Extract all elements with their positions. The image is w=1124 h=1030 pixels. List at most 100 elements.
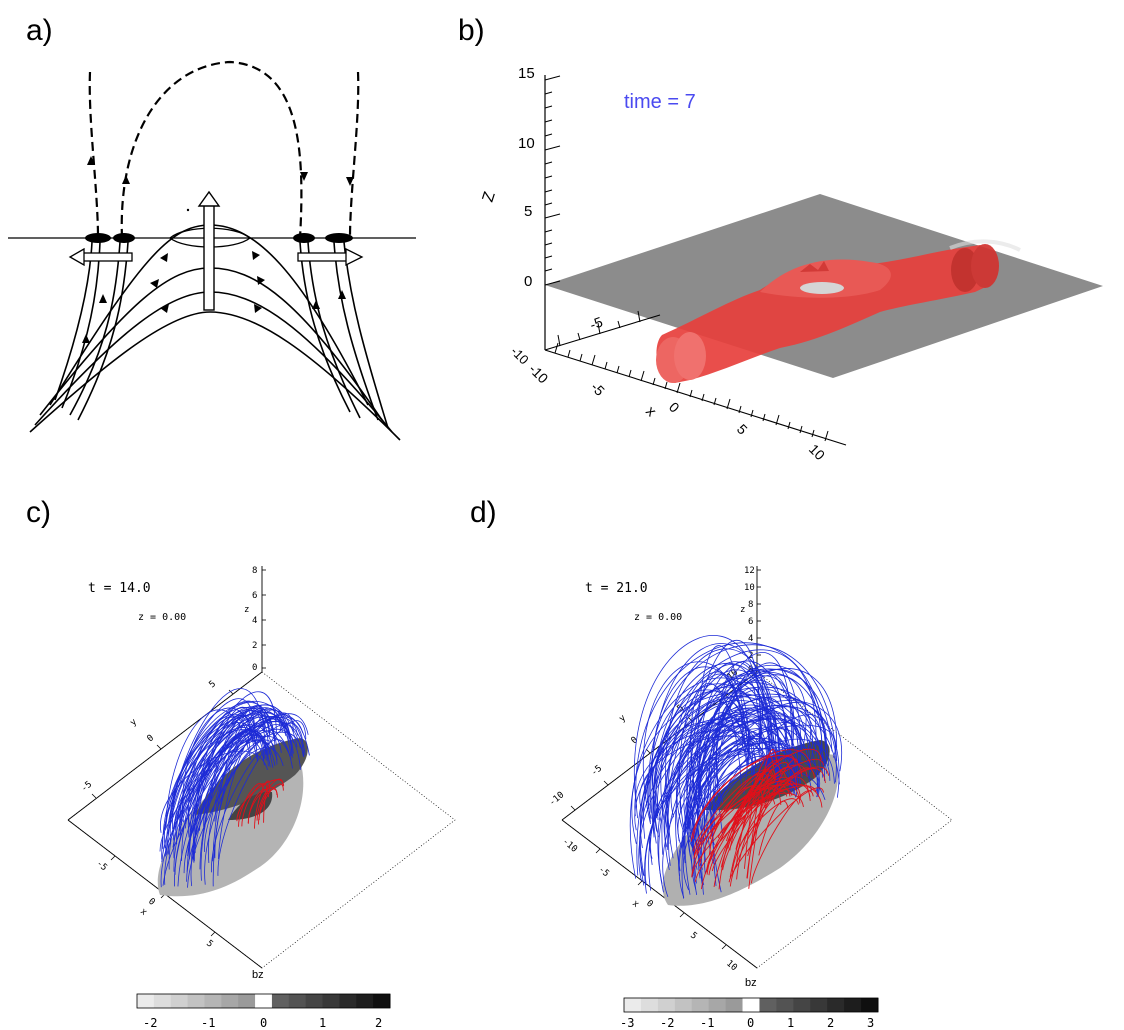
colorbar-cell	[221, 994, 239, 1008]
field-line	[192, 714, 258, 863]
field-line	[706, 706, 780, 864]
z-tick-label: 0	[252, 663, 257, 673]
colorbar-cell	[708, 998, 727, 1012]
footpoint	[113, 233, 135, 243]
field-line	[665, 648, 779, 808]
colorbar-title: bz	[252, 969, 264, 981]
field-line	[200, 711, 276, 881]
x-tick-label: 0	[644, 899, 655, 910]
y-tick-label: 0	[146, 733, 157, 744]
colorbar-cell	[153, 994, 172, 1008]
colorbar-tick: -1	[201, 1016, 215, 1030]
field-line	[704, 714, 827, 875]
direction-arrow	[87, 156, 95, 165]
rise-arrow-icon	[197, 190, 221, 311]
field-line	[678, 755, 795, 876]
footpoint	[325, 233, 353, 243]
field-line	[694, 789, 793, 883]
field-line	[746, 785, 782, 879]
field-lines-red	[690, 748, 830, 890]
footpoint	[85, 233, 111, 243]
field-line	[677, 726, 793, 848]
z-tick-label: 15	[518, 65, 535, 82]
dashed-field-line	[348, 71, 360, 239]
z-tick-label: 10	[518, 135, 535, 152]
colorbar-cell	[691, 998, 710, 1012]
direction-arrow	[300, 172, 308, 181]
field-line	[165, 709, 252, 830]
field-line	[758, 800, 789, 856]
x-axis-label: x	[642, 403, 660, 421]
field-line	[655, 690, 750, 822]
colorbar-cell	[271, 994, 290, 1008]
field-line	[193, 739, 272, 862]
field-line	[709, 768, 826, 837]
field-line	[682, 740, 780, 858]
x-tick-label: 5	[688, 931, 699, 942]
colorbar-tick: -3	[620, 1016, 634, 1030]
field-line	[688, 668, 837, 831]
field-line	[735, 797, 776, 850]
y-axis-label: y	[129, 717, 140, 729]
right-diverge-arrow-icon	[297, 247, 364, 267]
field-line	[211, 739, 289, 873]
panel-a-schematic	[8, 60, 416, 441]
field-line	[651, 666, 746, 819]
field-line	[176, 727, 265, 845]
colorbar-tick: -2	[143, 1016, 157, 1030]
left-diverge-arrow-icon	[68, 247, 133, 267]
colorbar-cell	[339, 994, 357, 1008]
field-line	[204, 739, 278, 885]
x-tick-label: -10	[526, 361, 552, 387]
x-tick-label: 0	[666, 399, 683, 416]
field-line	[174, 710, 270, 829]
field-line	[639, 711, 770, 876]
y-tick-label: -5	[80, 780, 95, 795]
field-line	[634, 635, 762, 808]
colorbar-cell	[759, 998, 777, 1012]
colorbar-cell	[827, 998, 845, 1012]
x-tick-label: 5	[734, 421, 751, 438]
colorbar-cell	[305, 994, 324, 1008]
colorbar-cell	[742, 998, 760, 1012]
footpoint	[293, 233, 315, 243]
panel-c-plot: t = 14.0 z = 0.00 8 6 4 2 0 z 5 0	[67, 566, 456, 969]
colorbar-cell	[204, 994, 222, 1008]
panel-d-label: d)	[470, 496, 497, 529]
dashed-field-line	[120, 60, 303, 239]
colorbar-cell	[238, 994, 256, 1008]
field-lines-red	[236, 778, 285, 829]
z-tick-label: 8	[748, 600, 753, 610]
field-line-arch	[34, 291, 393, 433]
field-line	[708, 776, 792, 876]
z-level-label: z = 0.00	[634, 612, 682, 623]
z-axis-label: Z	[480, 189, 499, 204]
colorbar-tick: 0	[260, 1016, 267, 1030]
colorbar-cell	[255, 994, 273, 1008]
direction-arrow	[346, 177, 354, 186]
z-tick-label: 6	[252, 591, 257, 601]
field-line	[729, 764, 782, 851]
field-line	[692, 749, 812, 839]
colorbar-cell	[725, 998, 744, 1012]
field-line	[701, 662, 802, 895]
y-tick-label: -5	[588, 313, 605, 332]
field-line	[699, 769, 775, 867]
field-line	[236, 779, 285, 822]
panel-c-label: c)	[26, 496, 51, 529]
field-line	[715, 688, 811, 804]
field-line	[160, 750, 269, 833]
z-tick-label: 6	[748, 617, 753, 627]
field-line	[665, 694, 818, 825]
colorbar-cell	[861, 998, 879, 1012]
x-tick-label: -5	[588, 379, 608, 399]
field-lines-blue	[159, 688, 310, 888]
z-tick-label: 8	[252, 566, 257, 576]
colorbar-cell	[137, 994, 155, 1008]
field-line	[697, 705, 840, 842]
colorbar-cell	[810, 998, 828, 1012]
y-tick-label: -10	[548, 790, 567, 808]
colorbar-cell	[844, 998, 862, 1012]
field-line	[257, 783, 284, 825]
